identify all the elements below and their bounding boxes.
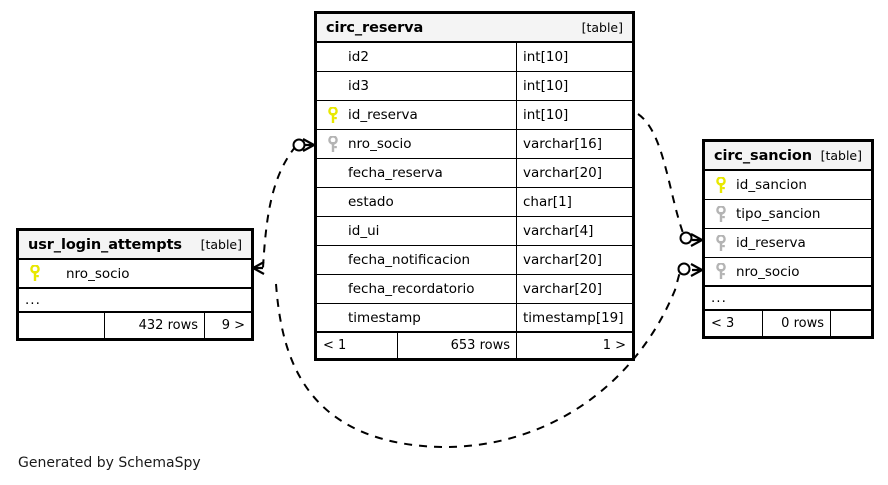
table-type-tag: [table] xyxy=(581,20,623,35)
table-row[interactable]: fecha_reserva varchar[20] xyxy=(317,159,632,188)
footer-next-link[interactable]: 9 > xyxy=(204,313,251,338)
column-label: id3 xyxy=(348,78,369,94)
relationship-line-reserva-login xyxy=(262,145,297,269)
column-name-cell: estado xyxy=(317,188,516,216)
column-label: id2 xyxy=(348,49,369,65)
footer-prev-link[interactable]: < 1 xyxy=(323,338,347,353)
column-type: char[1] xyxy=(516,188,632,216)
column-name-cell: timestamp xyxy=(317,304,516,331)
column-type: varchar[4] xyxy=(516,217,632,245)
column-label: id_reserva xyxy=(348,107,418,123)
column-name-cell: id2 xyxy=(317,43,516,71)
foreign-key-icon xyxy=(712,234,730,252)
column-type: int[10] xyxy=(516,43,632,71)
table-row[interactable]: id_reserva int[10] xyxy=(317,101,632,130)
footer-next-link[interactable] xyxy=(830,311,871,336)
table-title: circ_reserva xyxy=(326,19,424,36)
column-type: timestamp[19] xyxy=(516,304,632,331)
table-row[interactable]: id_reserva xyxy=(705,229,871,258)
table-row[interactable]: timestamp timestamp[19] xyxy=(317,304,632,333)
column-name-cell: id_reserva xyxy=(317,101,516,129)
primary-key-icon xyxy=(324,106,342,124)
table-type-tag: [table] xyxy=(200,237,242,252)
column-name-cell: id_ui xyxy=(317,217,516,245)
column-type: varchar[20] xyxy=(516,159,632,187)
footer-row-count: 0 rows xyxy=(762,311,830,336)
column-label: timestamp xyxy=(348,309,421,326)
column-label: fecha_notificacion xyxy=(348,252,471,268)
table-row[interactable]: fecha_recordatorio varchar[20] xyxy=(317,275,632,304)
relationship-zero-marker-a xyxy=(292,138,306,152)
column-name-cell: tipo_sancion xyxy=(705,200,871,228)
relationship-zero-marker-b xyxy=(679,231,693,245)
table-title: circ_sancion xyxy=(714,147,812,164)
primary-key-icon xyxy=(26,265,44,282)
table-header-circ-reserva: circ_reserva [table] xyxy=(317,14,632,43)
column-name-cell: id3 xyxy=(317,72,516,100)
table-footer-circ-sancion: < 3 0 rows xyxy=(705,311,871,336)
column-type: int[10] xyxy=(516,72,632,100)
generated-by-caption: Generated by SchemaSpy xyxy=(18,455,201,471)
footer-prev-link[interactable]: < 3 xyxy=(711,316,735,331)
column-name-cell: nro_socio xyxy=(19,260,251,287)
column-label: id_reserva xyxy=(736,235,806,251)
table-row[interactable]: id_sancion xyxy=(705,171,871,200)
table-ellipsis-row: ... xyxy=(705,287,871,311)
column-label: fecha_reserva xyxy=(348,165,443,181)
crowsfoot-sancion-id-reserva xyxy=(690,233,703,247)
table-type-tag: [table] xyxy=(820,148,862,163)
crowsfoot-sancion-nro-socio xyxy=(690,263,703,277)
table-row[interactable]: tipo_sancion xyxy=(705,200,871,229)
table-row[interactable]: id3 int[10] xyxy=(317,72,632,101)
table-usr-login-attempts[interactable]: usr_login_attempts [table] nro_socio ...… xyxy=(16,228,254,341)
column-name-cell: fecha_notificacion xyxy=(317,246,516,274)
column-type: varchar[20] xyxy=(516,275,632,303)
column-label: nro_socio xyxy=(348,136,412,152)
column-label: nro_socio xyxy=(66,265,130,282)
column-label: id_ui xyxy=(348,223,380,239)
crowsfoot-login-nro-socio xyxy=(252,261,265,275)
relationship-zero-marker-c xyxy=(677,262,691,276)
table-header-circ-sancion: circ_sancion [table] xyxy=(705,142,871,171)
foreign-key-icon xyxy=(712,205,730,223)
column-name-cell: fecha_recordatorio xyxy=(317,275,516,303)
table-title: usr_login_attempts xyxy=(28,236,182,253)
foreign-key-icon xyxy=(712,263,730,280)
column-name-cell: id_reserva xyxy=(705,229,871,257)
table-circ-reserva[interactable]: circ_reserva [table] id2 int[10] id3 int… xyxy=(314,11,635,361)
table-header-usr-login-attempts: usr_login_attempts [table] xyxy=(19,231,251,260)
table-row[interactable]: id2 int[10] xyxy=(317,43,632,72)
column-label: id_sancion xyxy=(736,177,807,193)
column-name-cell: id_sancion xyxy=(705,171,871,199)
table-ellipsis-row: ... xyxy=(19,289,251,313)
crowsfoot-reserva-nro-socio xyxy=(302,138,315,152)
relationship-line-reserva-sancion-id xyxy=(637,113,684,234)
footer-row-count: 653 rows xyxy=(397,333,516,358)
footer-prev-link[interactable] xyxy=(19,313,104,338)
footer-row-count: 432 rows xyxy=(104,313,204,338)
column-type: int[10] xyxy=(516,101,632,129)
table-circ-sancion[interactable]: circ_sancion [table] id_sancion tipo_san… xyxy=(702,139,874,339)
column-label: tipo_sancion xyxy=(736,206,821,222)
table-row[interactable]: nro_socio xyxy=(705,258,871,287)
footer-next-link[interactable]: 1 > xyxy=(516,333,632,358)
table-footer-usr-login-attempts: 432 rows 9 > xyxy=(19,313,251,338)
column-label: fecha_recordatorio xyxy=(348,281,475,297)
table-row[interactable]: estado char[1] xyxy=(317,188,632,217)
foreign-key-icon xyxy=(324,135,342,153)
table-row[interactable]: id_ui varchar[4] xyxy=(317,217,632,246)
primary-key-icon xyxy=(712,176,730,194)
table-footer-circ-reserva: < 1 653 rows 1 > xyxy=(317,333,632,358)
table-row[interactable]: nro_socio varchar[16] xyxy=(317,130,632,159)
column-name-cell: nro_socio xyxy=(317,130,516,158)
column-type: varchar[16] xyxy=(516,130,632,158)
column-type: varchar[20] xyxy=(516,246,632,274)
table-row[interactable]: nro_socio xyxy=(19,260,251,289)
column-label: nro_socio xyxy=(736,263,800,280)
column-name-cell: nro_socio xyxy=(705,258,871,285)
table-row[interactable]: fecha_notificacion varchar[20] xyxy=(317,246,632,275)
column-name-cell: fecha_reserva xyxy=(317,159,516,187)
column-label: estado xyxy=(348,194,394,210)
